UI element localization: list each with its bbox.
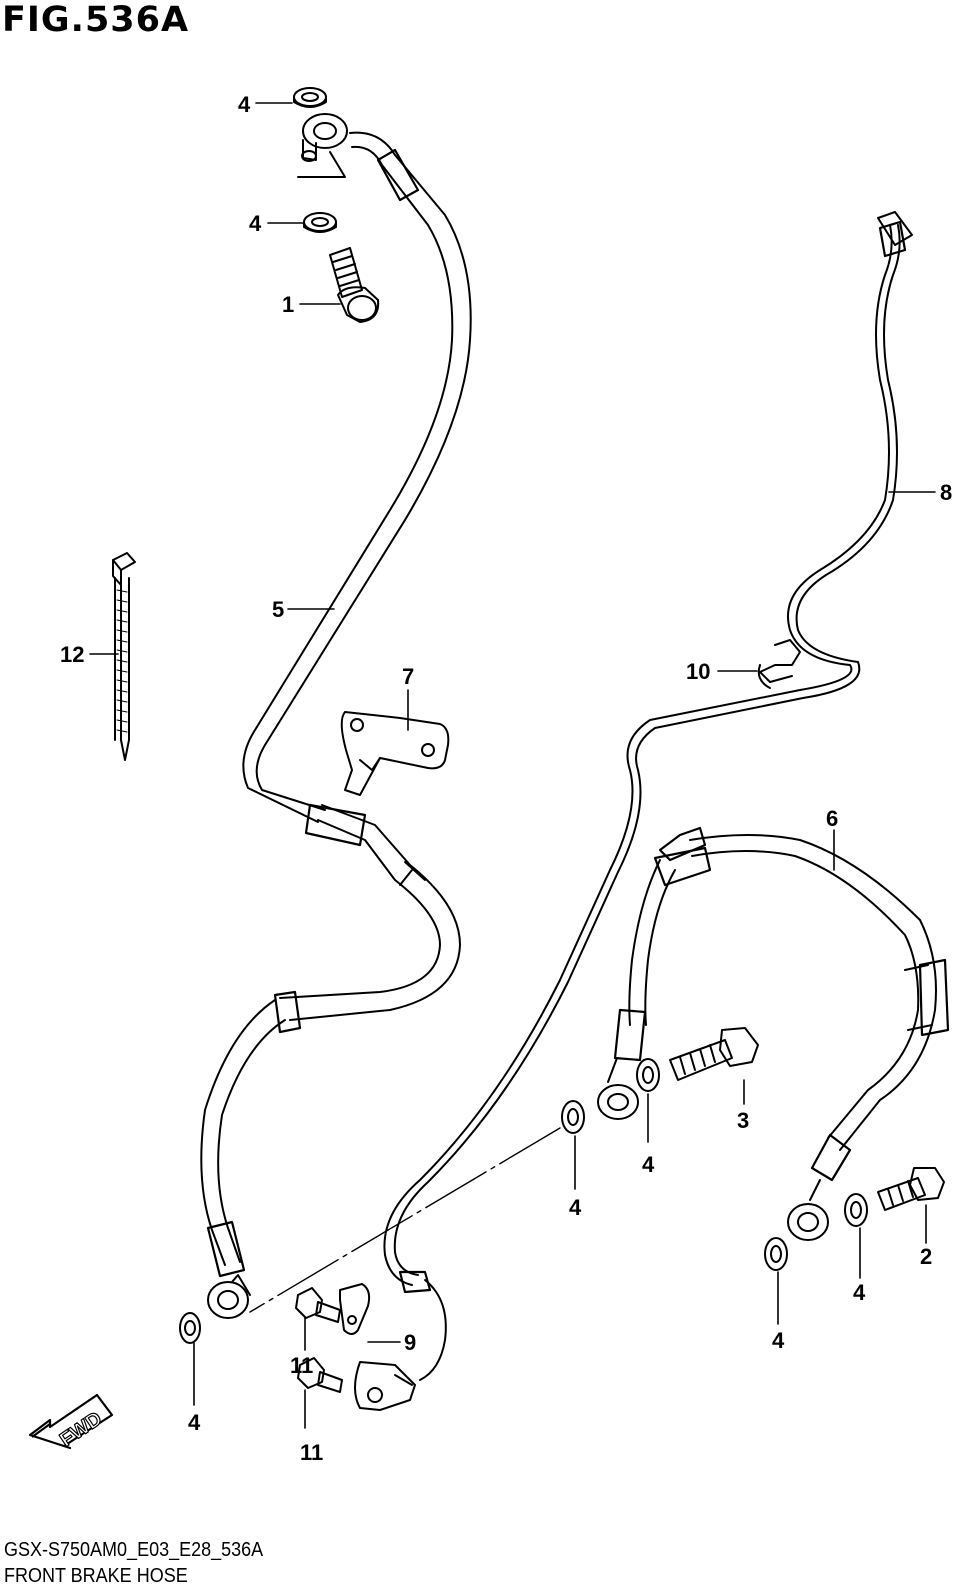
cable-tie-12	[112, 552, 136, 761]
callout-6: 6	[826, 806, 839, 831]
clamp-9	[339, 1283, 371, 1335]
callout-4-top: 4	[238, 92, 251, 117]
alignment-lines	[249, 1127, 561, 1313]
washer-4-top	[293, 87, 327, 108]
callout-4-hose6-c: 4	[853, 1280, 866, 1305]
washer-4-hose6-c	[844, 1193, 868, 1227]
hose-5	[242, 113, 472, 823]
banjo-bolt-2	[877, 1167, 945, 1211]
callout-8: 8	[940, 480, 953, 505]
bolt-11-lower	[297, 1357, 343, 1393]
callout-4-hose6-b: 4	[569, 1195, 582, 1220]
bracket-7	[340, 711, 450, 796]
callout-1: 1	[282, 292, 295, 317]
bolt-11-upper	[295, 1287, 341, 1323]
callout-3: 3	[737, 1108, 750, 1133]
figure-title: FIG.536A	[2, 0, 190, 40]
assembly-guide-line	[297, 151, 346, 178]
sensor-wire-8	[383, 211, 913, 1381]
callout-12: 12	[60, 642, 85, 667]
clip-10	[757, 639, 801, 689]
callout-11-lower: 11	[300, 1440, 324, 1465]
washer-4-hose6-d	[764, 1237, 788, 1271]
callout-9: 9	[404, 1330, 417, 1355]
banjo-bolt-1	[329, 247, 380, 323]
callout-4-hose6-a: 4	[642, 1152, 655, 1177]
callout-11-upper: 11	[290, 1353, 314, 1378]
forward-direction-icon: FWD	[22, 1380, 122, 1455]
leader-lines	[89, 102, 936, 1429]
callout-4-hose6-d: 4	[772, 1328, 785, 1353]
banjo-bolt-3	[669, 1027, 759, 1081]
callout-4-bottom-left: 4	[188, 1410, 201, 1435]
washer-4-bottom-left	[179, 1312, 201, 1344]
sensor-bracket	[354, 1361, 416, 1411]
hose-5-lower	[200, 803, 461, 1319]
callout-4-second: 4	[249, 211, 262, 236]
washer-4-second	[303, 212, 337, 233]
callout-7: 7	[402, 664, 415, 689]
callout-2: 2	[920, 1244, 933, 1269]
figure-caption: FRONT BRAKE HOSE	[4, 1565, 188, 1587]
figure-code: GSX-S750AM0_E03_E28_536A	[4, 1539, 264, 1561]
callout-10: 10	[686, 659, 711, 684]
hose-6	[597, 826, 950, 1241]
washer-4-hose6-a	[636, 1058, 660, 1092]
callout-5: 5	[272, 597, 285, 622]
washer-4-hose6-b	[561, 1100, 585, 1134]
